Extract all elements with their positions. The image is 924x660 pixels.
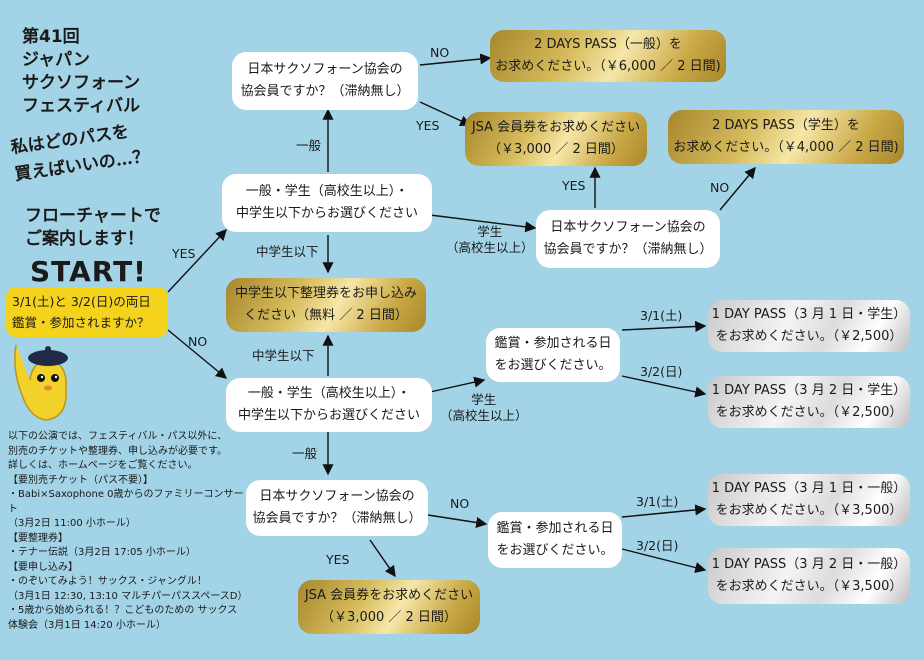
node-line: 鑑賞・参加される日 [494,336,612,351]
edge-label-day2: 3/2(日) [640,364,683,379]
title-line: サクソフォーン [22,73,141,93]
pass-2days-student: 2 DAYS PASS（学生）を お求めください。（￥4,000 ／ 2 日間) [668,110,904,164]
edge-label-student-main: 学生 [471,392,497,407]
start-question-line: 3/1(土)と 3/2(日)の両日 [12,294,151,309]
node-line: 1 DAY PASS（3 月 1 日・学生） [711,307,907,322]
info-section-heading: 【要整理券】 [8,532,68,544]
junior-ticket: 中学生以下整理券をお申し込み ください（無料 ／ 2 日間） [226,278,426,332]
node-line: （￥3,000 ／ 2 日間） [488,142,624,157]
flowchart-subtitle: フローチャートで ご案内します！ [25,205,161,251]
node-line: 日本サクソフォーン協会の [259,489,415,504]
node-line: 1 DAY PASS（3 月 1 日・一般） [711,481,907,496]
info-line: ・のぞいてみよう！サックス・ジャングル！ [8,576,207,587]
category-select-1: 一般・学生（高校生以上）・ 中学生以下からお選びください [222,174,432,232]
edge-label-student-sub: （高校生以上） [440,408,528,423]
edge-label-general: 一般 [292,446,318,461]
edge-label-day1: 3/1(土) [636,494,679,509]
subtitle-line: フローチャートで [25,206,161,226]
saxophone-mascot-icon [8,340,78,429]
edge-label-student-sub: （高校生以上） [446,240,534,255]
jsa-member-ticket-2: JSA 会員券をお求めください （￥3,000 ／ 2 日間） [298,580,480,634]
node-line: をお求めください。（￥2,500） [715,405,903,420]
edge-label-student: 学生 （高校生以上） [440,392,528,424]
info-intro-line: 詳しくは、ホームページをご覧ください。 [8,460,198,471]
node-line: 2 DAYS PASS（一般）を [534,37,682,52]
edge-label-student-main: 学生 [477,224,503,239]
jsa-member-ticket-1: JSA 会員券をお求めください （￥3,000 ／ 2 日間） [465,112,647,166]
edge-label-no: NO [430,45,450,60]
edge-label-yes: YES [326,552,350,567]
edge-label-junior: 中学生以下 [256,244,319,259]
node-line: 中学生以下整理券をお申し込み [234,286,417,301]
day-pass-day1-general: 1 DAY PASS（3 月 1 日・一般） をお求めください。（￥3,500） [708,474,910,526]
festival-title: 第41回 ジャパン サクソフォーン フェスティバル [22,26,140,118]
member-question-3: 日本サクソフォーン協会の 協会員ですか？（滞納無し） [246,480,428,536]
info-line: （3月2日 11:00 小ホール） [8,518,136,529]
node-line: をお求めください。（￥3,500） [715,579,903,594]
node-line: 日本サクソフォーン協会の [247,62,403,77]
node-line: をお選びください。 [496,543,614,558]
node-line: をお求めください。（￥2,500） [715,329,903,344]
node-line: 中学生以下からお選びください [237,408,420,423]
node-line: をお求めください。（￥3,500） [715,503,903,518]
edge-label-day2: 3/2(日) [636,538,679,553]
node-line: 日本サクソフォーン協会の [550,220,706,235]
info-intro-line: 以下の公演では、フェスティバル・パス以外に、 [8,431,228,442]
info-line: ・Babi×Saxophone 0歳からのファミリーコンサート [8,489,244,515]
start-question-box: 3/1(土)と 3/2(日)の両日 鑑賞・参加されますか？ [6,287,168,337]
start-question-line: 鑑賞・参加されますか？ [12,315,150,330]
subtitle-line: ご案内します！ [25,229,144,249]
node-line: （￥3,000 ／ 2 日間） [321,610,457,625]
node-line: 一般・学生（高校生以上）・ [245,184,409,199]
info-intro-line: 別売のチケットや整理券、申し込みが必要です。 [8,445,227,457]
start-label: START! [30,255,147,288]
edge-label-general: 一般 [296,138,322,153]
title-line: フェスティバル [22,96,140,116]
title-line: 第41回 [22,27,80,47]
day-pass-day2-student: 1 DAY PASS（3 月 2 日・学生） をお求めください。（￥2,500） [708,376,910,428]
info-line: 体験会（3月1日 14:20 小ホール） [8,619,166,631]
additional-info: 以下の公演では、フェスティバル・パス以外に、 別売のチケットや整理券、申し込みが… [8,430,248,633]
day-pass-day2-general: 1 DAY PASS（3 月 2 日・一般） をお求めください。（￥3,500） [708,548,910,604]
edge-label-student: 学生 （高校生以上） [446,224,534,256]
edge-label-yes: YES [562,178,586,193]
info-line: （3月1日 12:30, 13:10 マルチパーパススペースD） [8,590,248,602]
info-section-heading: 【要申し込み】 [8,561,78,573]
info-line: ・5歳から始められる！？こどものための サックス [8,605,238,616]
choose-day-1: 鑑賞・参加される日 をお選びください。 [486,328,620,382]
member-question-2: 日本サクソフォーン協会の 協会員ですか？（滞納無し） [536,210,720,268]
node-line: お求めください。（￥6,000 ／ 2 日間) [495,59,721,74]
edge-label-day1: 3/1(土) [640,308,683,323]
node-line: JSA 会員券をお求めください [471,120,641,135]
node-line: 協会員ですか？（滞納無し） [252,511,422,526]
node-line: 鑑賞・参加される日 [496,521,614,536]
edge-label-yes: YES [172,246,196,261]
info-section-heading: 【要別売チケット（パス不要）】 [8,474,153,486]
node-line: 一般・学生（高校生以上）・ [247,386,411,401]
member-question-1: 日本サクソフォーン協会の 協会員ですか？（滞納無し） [232,52,418,110]
info-line: ・テナー伝説（3月2日 17:05 小ホール） [8,547,196,558]
title-line: ジャパン [22,50,90,70]
node-line: お求めください。（￥4,000 ／ 2 日間) [673,140,899,155]
node-line: JSA 会員券をお求めください [304,588,474,603]
node-line: 中学生以下からお選びください [235,206,418,221]
node-line: 協会員ですか？（滞納無し） [543,242,713,257]
edge-label-no: NO [710,180,730,195]
day-pass-day1-student: 1 DAY PASS（3 月 1 日・学生） をお求めください。（￥2,500） [708,300,910,352]
edge-label-no: NO [188,334,208,349]
node-line: 2 DAYS PASS（学生）を [712,118,860,133]
category-select-2: 一般・学生（高校生以上）・ 中学生以下からお選びください [226,378,432,432]
node-line: をお選びください。 [494,358,612,373]
edge-label-junior: 中学生以下 [252,348,315,363]
node-line: 1 DAY PASS（3 月 2 日・一般） [711,557,907,572]
pass-2days-general: 2 DAYS PASS（一般）を お求めください。（￥6,000 ／ 2 日間) [490,30,726,82]
node-line: ください（無料 ／ 2 日間） [244,308,408,323]
choose-day-2: 鑑賞・参加される日 をお選びください。 [488,512,622,568]
edge-label-yes: YES [416,118,440,133]
node-line: 1 DAY PASS（3 月 2 日・学生） [711,383,907,398]
node-line: 協会員ですか？（滞納無し） [240,84,410,99]
edge-label-no: NO [450,496,470,511]
